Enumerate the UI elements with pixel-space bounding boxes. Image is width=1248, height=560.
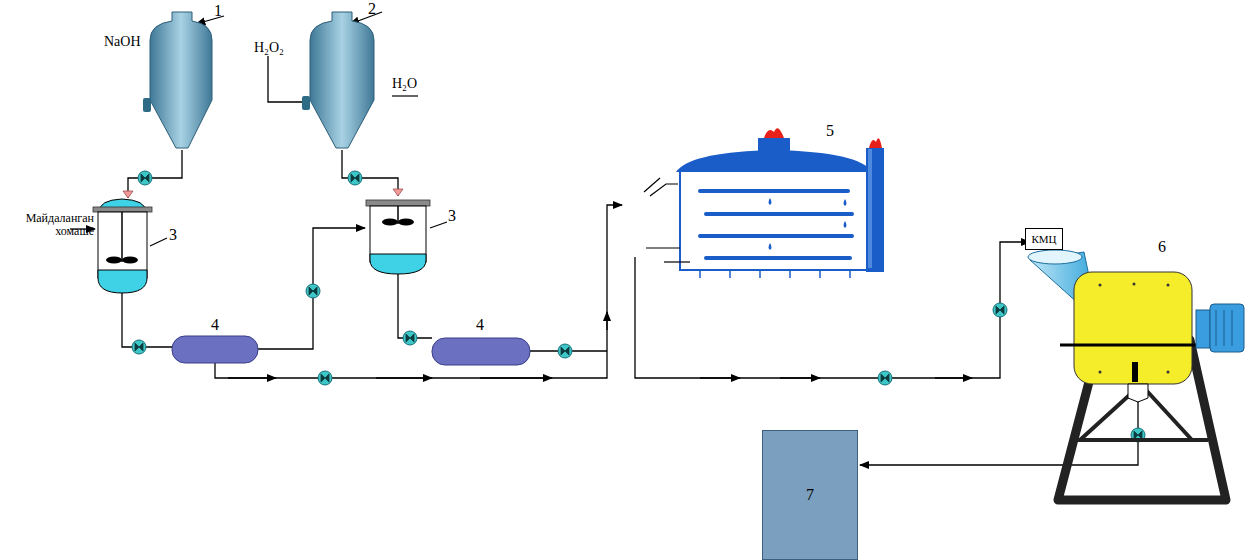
callout-number: 4 <box>211 316 219 334</box>
dryer <box>644 128 884 278</box>
callout-number: 5 <box>826 122 834 140</box>
node-text: КМЦ <box>1031 233 1056 245</box>
reactor <box>366 189 430 274</box>
label-box: КМЦ <box>1025 228 1063 250</box>
callout-number: 6 <box>1158 238 1166 256</box>
pipelines <box>70 12 1138 465</box>
callout-number: 3 <box>448 207 456 225</box>
callout-number: 1 <box>214 2 222 20</box>
feed-label: Майдаланган хомашё <box>4 212 94 238</box>
tank <box>432 338 530 365</box>
node-text: 7 <box>806 486 814 504</box>
valves <box>132 171 1145 442</box>
callout-number: 2 <box>368 0 376 18</box>
tank <box>172 336 258 363</box>
hopper <box>302 12 374 148</box>
callout-number: 4 <box>476 316 484 334</box>
underline <box>392 95 418 96</box>
storage-box: 7 <box>762 430 858 560</box>
mixer <box>1028 250 1244 500</box>
chemical-label: H₂O₂ <box>254 40 284 55</box>
callout-number: 3 <box>169 226 177 244</box>
chemical-label: H₂O <box>392 76 417 91</box>
hopper <box>143 12 212 148</box>
chemical-label: NaOH <box>104 34 141 49</box>
reactor <box>93 191 152 293</box>
